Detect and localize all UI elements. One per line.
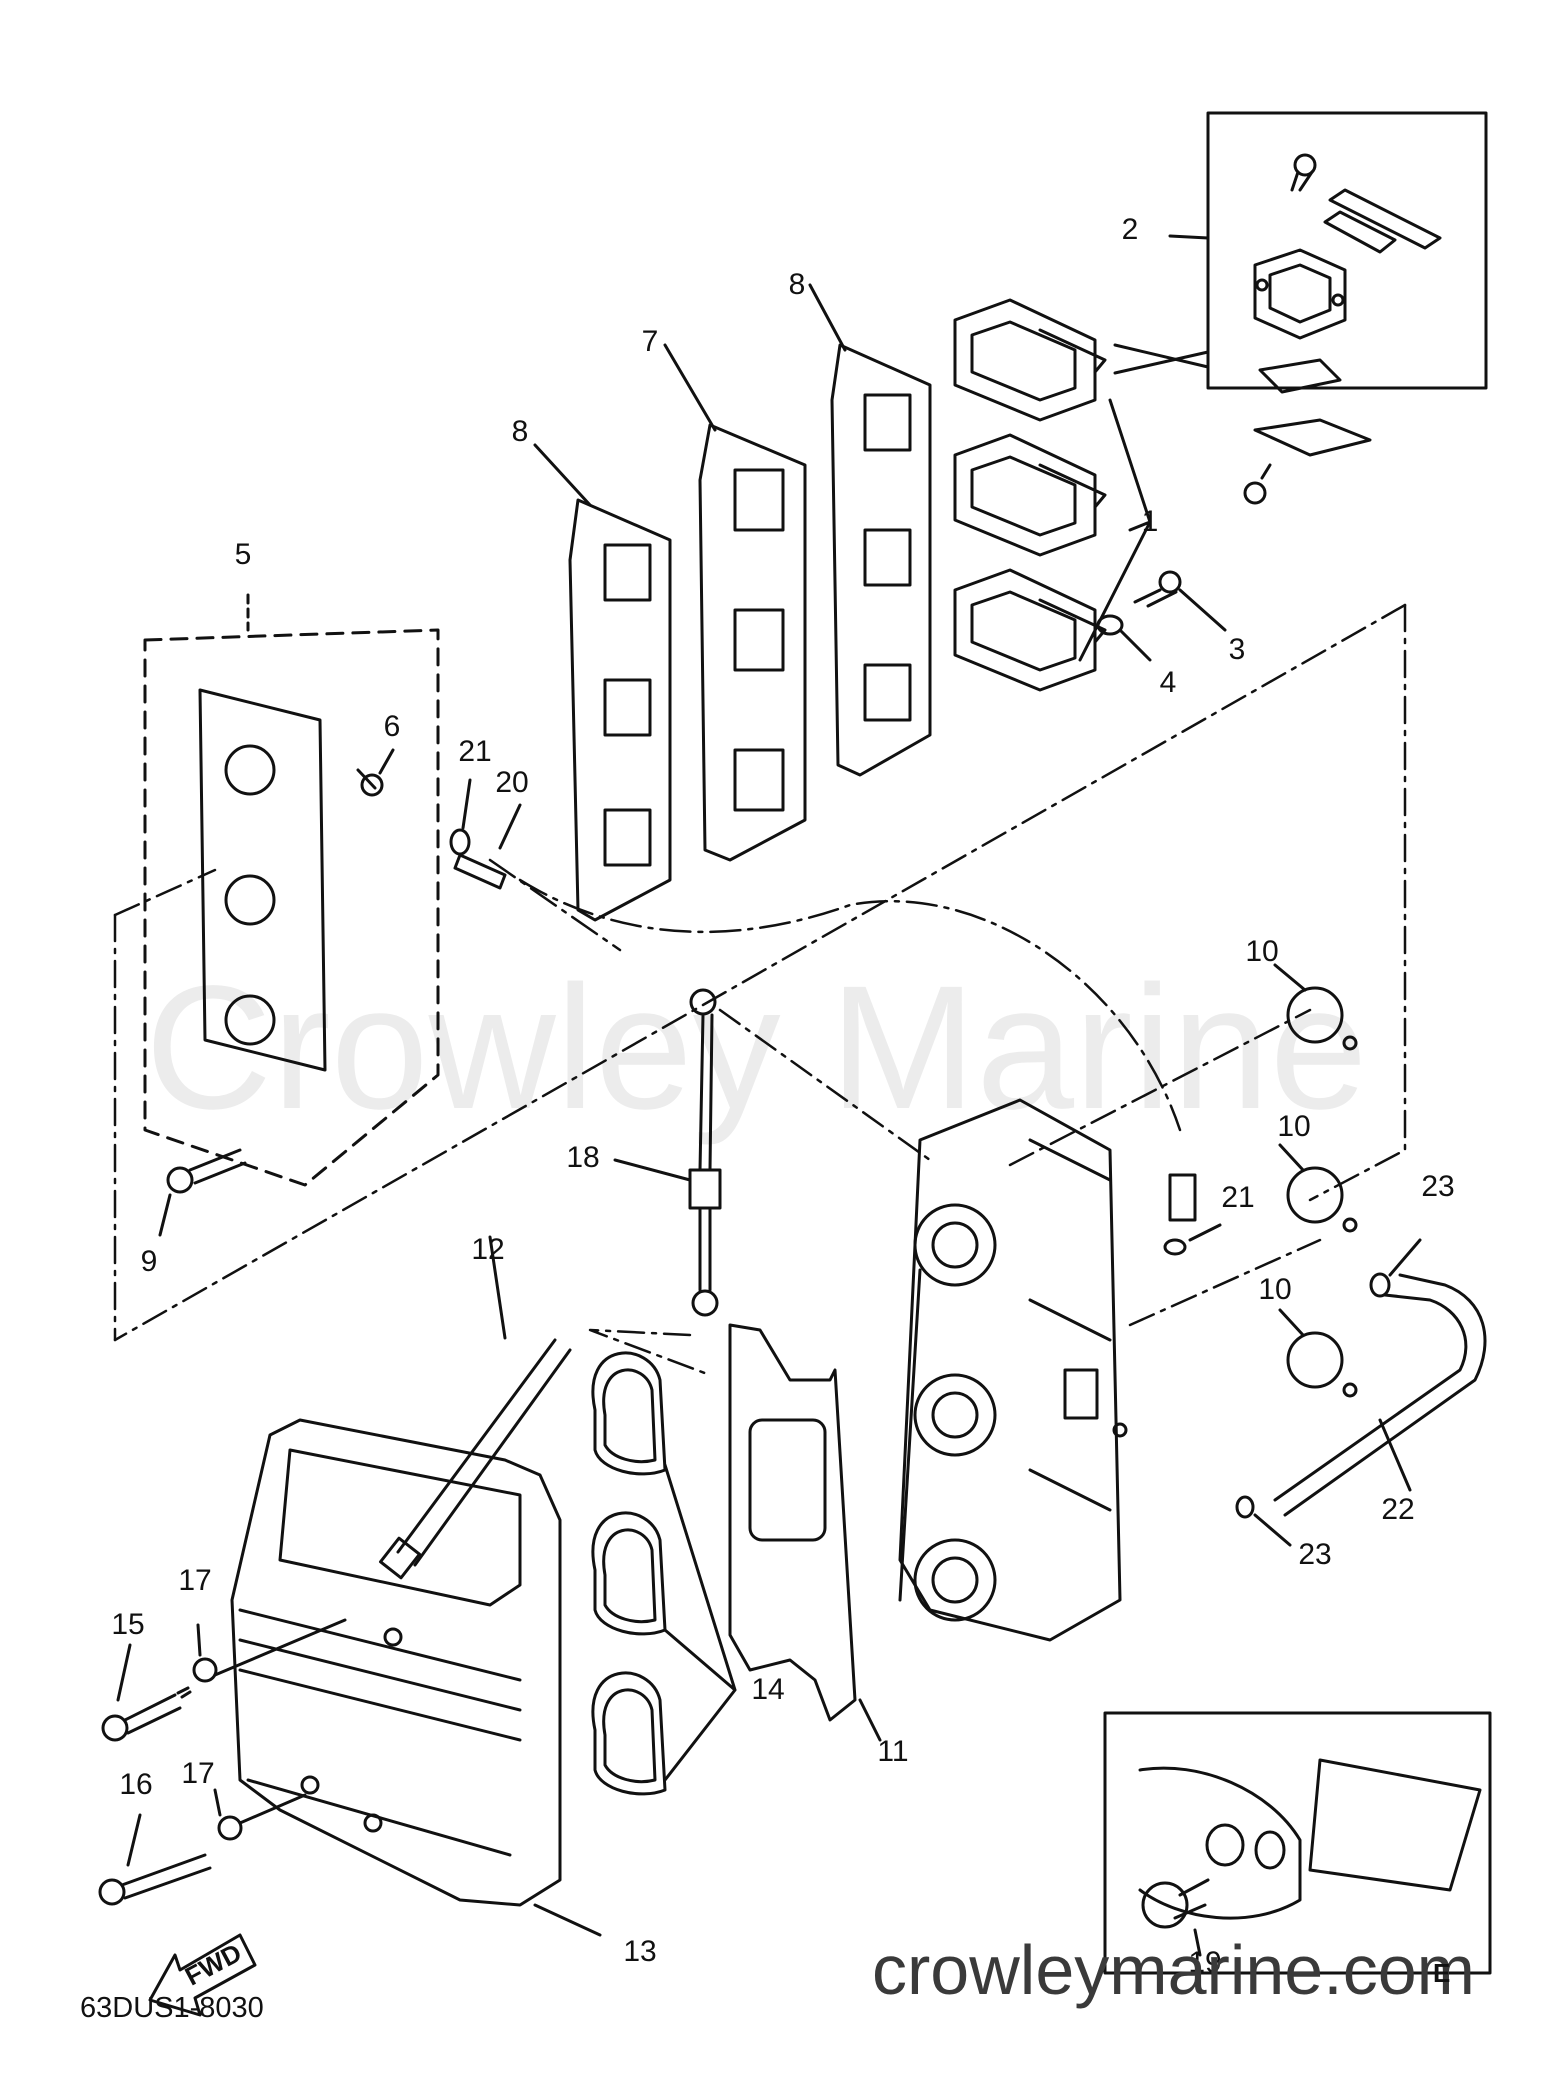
fwd-arrow <box>148 1933 257 2017</box>
callout-22: 22 <box>1381 1493 1415 1526</box>
screw-and-washer <box>1096 570 1227 662</box>
reed-valve-blocks <box>953 298 1152 692</box>
callout-6: 6 <box>383 710 401 743</box>
callout-5: 5 <box>234 538 252 571</box>
callout-23-top: 23 <box>1421 1170 1455 1203</box>
link-rod <box>613 988 932 1317</box>
silencer <box>230 1418 602 1937</box>
callout-17-bottom: 17 <box>181 1757 215 1790</box>
small-parts-left <box>158 748 522 1237</box>
carburetor-body <box>898 1098 1128 1642</box>
hose-22 <box>1273 1273 1487 1517</box>
callout-10-top: 10 <box>1245 935 1279 968</box>
callout-1: 1 <box>1141 505 1159 538</box>
callout-15: 15 <box>111 1608 145 1641</box>
gaskets <box>533 283 932 922</box>
callout-20: 20 <box>495 766 529 799</box>
assembly-frame <box>113 603 1407 1377</box>
callout-9: 9 <box>140 1245 158 1278</box>
callout-23-bottom: 23 <box>1298 1538 1332 1571</box>
intake-manifold-box <box>143 593 440 1187</box>
d-seals <box>591 1351 737 1796</box>
callout-21-right: 21 <box>1221 1181 1255 1214</box>
callout-7: 7 <box>641 325 659 358</box>
corner-mark: E <box>1433 1958 1451 1988</box>
reed-valve-detail-box <box>1113 111 1488 505</box>
callout-19: 19 <box>1188 1946 1222 1979</box>
callout-13: 13 <box>623 1935 657 1968</box>
plug-detail-box <box>1103 1711 1492 1975</box>
callout-3: 3 <box>1228 633 1246 666</box>
callout-21-left: 21 <box>458 735 492 768</box>
callout-2: 2 <box>1121 213 1139 246</box>
o-rings <box>1273 963 1358 1398</box>
site-watermark: crowleymarine.com <box>872 1931 1475 2009</box>
callout-12: 12 <box>471 1233 505 1266</box>
callout-4: 4 <box>1159 666 1177 699</box>
callout-11: 11 <box>877 1735 909 1768</box>
callout-8-left: 8 <box>511 415 529 448</box>
hose <box>488 858 1182 1132</box>
callout-18: 18 <box>566 1141 600 1174</box>
callout-17-top: 17 <box>178 1564 212 1597</box>
bolts-15-16 <box>98 1618 347 1906</box>
drawing-code: 63DUS1-8030 <box>80 1992 264 2024</box>
gasket-11 <box>728 1323 882 1742</box>
callout-8-right: 8 <box>788 268 806 301</box>
watermark-text: Crowley Marine <box>145 950 1368 1146</box>
bolt-12 <box>379 1235 572 1580</box>
callout-14: 14 <box>751 1673 785 1706</box>
callout-16: 16 <box>119 1768 153 1801</box>
callout-10-bottom: 10 <box>1258 1273 1292 1306</box>
callout-10-mid: 10 <box>1277 1110 1311 1143</box>
